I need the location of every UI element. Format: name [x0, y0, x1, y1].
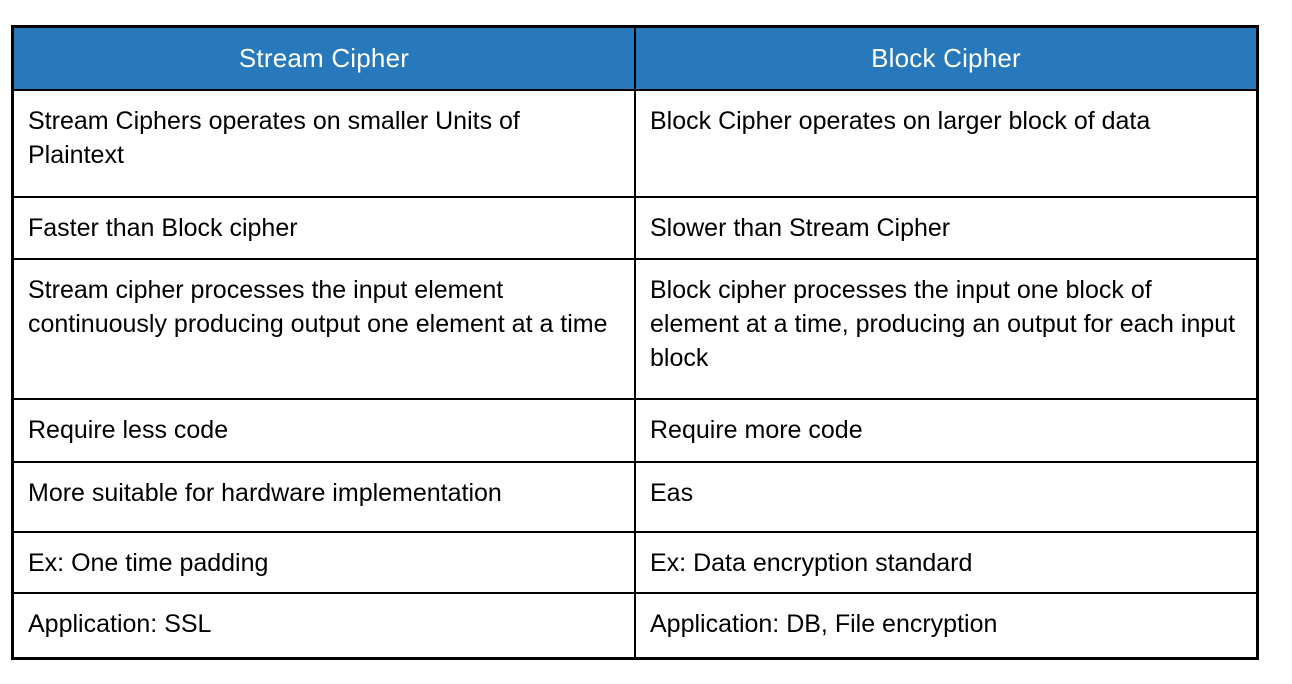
- table-row: Faster than Block cipher Slower than Str…: [11, 195, 1259, 260]
- cell-stream-speed: Faster than Block cipher: [11, 195, 636, 260]
- cell-stream-units: Stream Ciphers operates on smaller Units…: [11, 88, 636, 198]
- cell-stream-example: Ex: One time padding: [11, 530, 636, 594]
- cell-block-application: Application: DB, File encryption: [634, 591, 1259, 660]
- comparison-table-container: Stream Cipher Block Cipher Stream Cipher…: [11, 25, 1259, 660]
- header-row: Stream Cipher Block Cipher: [11, 25, 1259, 91]
- header-cell-block-cipher: Block Cipher: [634, 25, 1259, 91]
- cell-stream-code: Require less code: [11, 397, 636, 463]
- cell-block-code: Require more code: [634, 397, 1259, 463]
- cell-block-example: Ex: Data encryption standard: [634, 530, 1259, 594]
- table-row: More suitable for hardware implementatio…: [11, 460, 1259, 533]
- table-row: Stream cipher processes the input elemen…: [11, 257, 1259, 400]
- cell-block-speed: Slower than Stream Cipher: [634, 195, 1259, 260]
- cell-stream-application: Application: SSL: [11, 591, 636, 660]
- cipher-comparison-table: Stream Cipher Block Cipher Stream Cipher…: [11, 25, 1259, 660]
- table-row: Stream Ciphers operates on smaller Units…: [11, 88, 1259, 198]
- cell-block-units: Block Cipher operates on larger block of…: [634, 88, 1259, 198]
- cell-block-suitability: Eas: [634, 460, 1259, 533]
- table-row: Ex: One time padding Ex: Data encryption…: [11, 530, 1259, 594]
- table-row: Application: SSL Application: DB, File e…: [11, 591, 1259, 660]
- header-cell-stream-cipher: Stream Cipher: [11, 25, 636, 91]
- cell-block-processing: Block cipher processes the input one blo…: [634, 257, 1259, 400]
- cell-stream-suitability: More suitable for hardware implementatio…: [11, 460, 636, 533]
- table-row: Require less code Require more code: [11, 397, 1259, 463]
- cell-stream-processing: Stream cipher processes the input elemen…: [11, 257, 636, 400]
